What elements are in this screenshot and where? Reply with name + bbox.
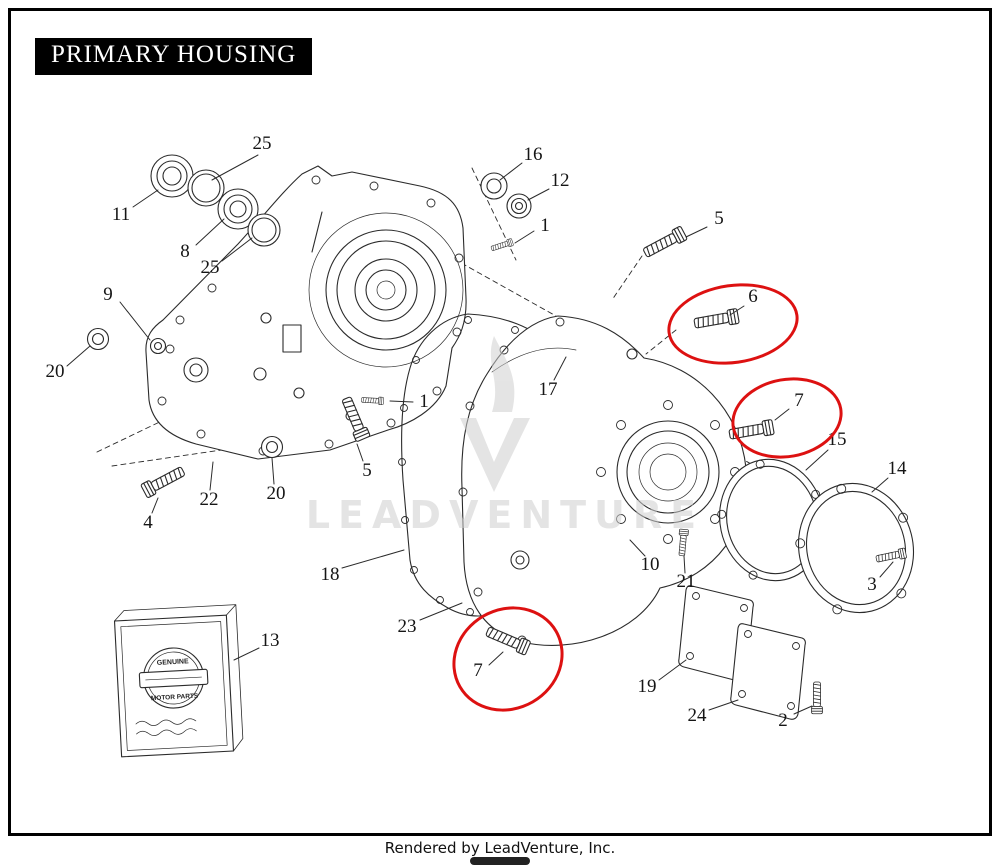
highlight-circle-part-7	[724, 368, 850, 468]
part-callout-13: 13	[260, 630, 280, 651]
part-callout-5: 5	[714, 208, 724, 229]
watermark-text: LEADVENTURE	[306, 493, 704, 537]
footer-text: Rendered by LeadVenture, Inc.	[384, 839, 616, 857]
part-callout-25: 25	[252, 133, 272, 154]
stamp-logo-top-text: GENUINE	[157, 658, 190, 667]
leader-lines	[66, 154, 894, 715]
part-callout-25: 25	[200, 257, 220, 278]
part-callout-4: 4	[143, 512, 153, 533]
bearing-stack-drawing	[150, 154, 281, 247]
part-callout-22: 22	[199, 489, 219, 510]
part-callout-20: 20	[45, 361, 65, 382]
watermark-v-icon	[460, 418, 530, 492]
part-callout-7: 7	[794, 390, 804, 411]
part-callout-12: 12	[550, 170, 570, 191]
part-callout-14: 14	[887, 458, 907, 479]
part-callout-11: 11	[111, 204, 131, 225]
part-callout-19: 19	[637, 676, 657, 697]
part-callout-21: 21	[676, 571, 696, 592]
part-callout-16: 16	[523, 144, 543, 165]
part-callout-18: 18	[320, 564, 340, 585]
part-callout-20: 20	[266, 483, 286, 504]
part-callout-17: 17	[538, 379, 558, 400]
part-callout-2: 2	[778, 710, 788, 731]
highlight-circle-part-7	[433, 586, 583, 732]
derby-cover-drawing	[795, 482, 915, 615]
part-callout-7: 7	[473, 660, 483, 681]
part-callout-5: 5	[362, 460, 372, 481]
part-callout-9: 9	[103, 284, 113, 305]
stamp-logo-bottom-text: MOTOR PARTS	[151, 693, 199, 703]
genuine-parts-box-drawing: GENUINE MOTOR PARTS	[113, 604, 244, 758]
page-border	[8, 8, 992, 836]
watermark-flame-icon	[490, 336, 515, 412]
diagram-title: PRIMARY HOUSING	[35, 38, 313, 75]
part-callout-10: 10	[640, 554, 660, 575]
highlight-circle-part-6	[662, 275, 804, 373]
part-callout-1: 1	[540, 215, 550, 236]
inner-primary-housing-drawing	[145, 165, 467, 460]
part-callout-3: 3	[867, 574, 877, 595]
part-callout-6: 6	[748, 286, 758, 307]
inspection-cover-drawings	[678, 585, 806, 720]
part-callout-24: 24	[687, 705, 707, 726]
part-callout-15: 15	[827, 429, 847, 450]
part-callout-1: 1	[419, 391, 429, 412]
part-callout-8: 8	[180, 241, 190, 262]
bottom-handle	[470, 857, 530, 865]
watermark: LEADVENTURE	[306, 336, 704, 537]
part-callout-23: 23	[397, 616, 417, 637]
